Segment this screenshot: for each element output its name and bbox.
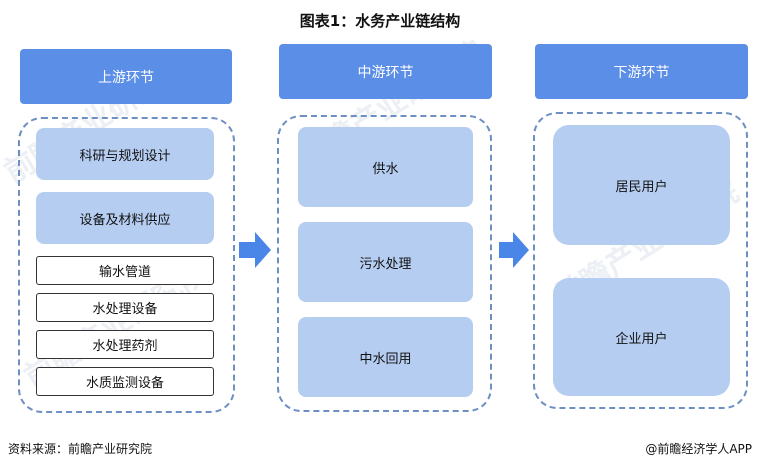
upstream-box-equipment: 设备及材料供应	[36, 192, 214, 244]
midstream-box-sewage: 污水处理	[298, 222, 473, 302]
sub-item-treatment-chemicals: 水处理药剂	[36, 330, 214, 359]
downstream-group	[533, 112, 748, 409]
downstream-box-residential: 居民用户	[553, 125, 730, 245]
upstream-group	[18, 117, 235, 413]
sub-item-treatment-equipment: 水处理设备	[36, 293, 214, 322]
flow-arrow-icon	[499, 232, 529, 268]
midstream-group	[277, 115, 492, 412]
source-note: 资料来源：前瞻产业研究院	[8, 442, 153, 456]
brand-credit: @前瞻经济学人APP	[645, 442, 752, 456]
sub-item-monitoring-equipment: 水质监测设备	[36, 367, 214, 396]
downstream-box-enterprise: 企业用户	[553, 278, 730, 396]
flow-arrow-icon	[239, 232, 271, 268]
sub-item-pipeline: 输水管道	[36, 256, 214, 285]
midstream-box-water-supply: 供水	[298, 127, 473, 207]
downstream-header: 下游环节	[535, 44, 748, 99]
upstream-box-research: 科研与规划设计	[36, 128, 214, 180]
midstream-box-reuse: 中水回用	[298, 317, 473, 397]
midstream-header: 中游环节	[279, 44, 492, 99]
upstream-header: 上游环节	[20, 49, 232, 104]
figure-title: 图表1：水务产业链结构	[299, 12, 461, 30]
